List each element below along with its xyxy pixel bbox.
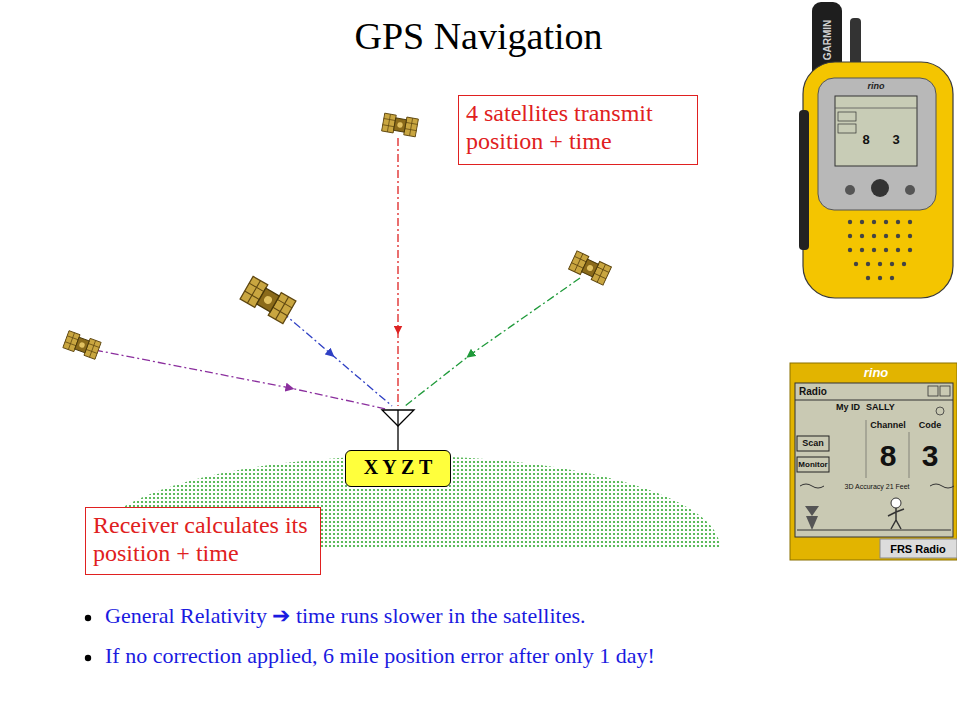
antenna-mast [397, 410, 398, 451]
screen-text: My ID [836, 403, 860, 413]
signal-line [397, 138, 398, 406]
gps-radio-device [799, 2, 953, 298]
model-logo: rino [864, 366, 889, 380]
caption-tag: FRS Radio [890, 542, 946, 554]
screen-text: 3D Accuracy 21 Feet [845, 483, 910, 491]
satellite-icon [569, 251, 612, 285]
screen-text: Radio [799, 386, 827, 397]
signal-line [282, 312, 392, 406]
brand-name: GARMIN [822, 20, 833, 61]
signal-line [95, 350, 386, 409]
satellite-icon [382, 113, 419, 137]
box-text: X Y Z T [350, 456, 446, 479]
channel-digit: 8 [862, 133, 869, 147]
callout-box: Receiver calculates its position + time [85, 507, 321, 575]
screen-text: Code [919, 421, 942, 431]
screen-text: Channel [870, 421, 906, 431]
receiver-box: X Y Z T [345, 450, 451, 487]
bullet-text: If no correction applied, 6 mile positio… [105, 644, 655, 668]
screen-inset [790, 363, 957, 560]
callout-box: 4 satellites transmit position + time [458, 95, 698, 165]
slide-title: GPS Navigation [0, 14, 957, 58]
code-digit: 3 [922, 439, 939, 472]
channel-digit: 8 [880, 439, 897, 472]
bullet-dot [85, 655, 91, 661]
bullet-dot [85, 615, 91, 621]
button-label: Scan [802, 439, 824, 449]
box-text: 4 satellites transmit position + time [466, 100, 690, 155]
satellite-icon [240, 276, 296, 323]
bullet-text: General Relativity ➔ time runs slower in… [105, 604, 586, 628]
model-logo: rino [868, 82, 885, 92]
satellite-icon [63, 331, 101, 360]
screen-text: SALLY [866, 403, 895, 413]
box-text: Receiver calculates its position + time [93, 512, 313, 567]
code-digit: 3 [892, 133, 899, 147]
signal-line [405, 278, 580, 406]
button-label: Monitor [798, 460, 827, 469]
